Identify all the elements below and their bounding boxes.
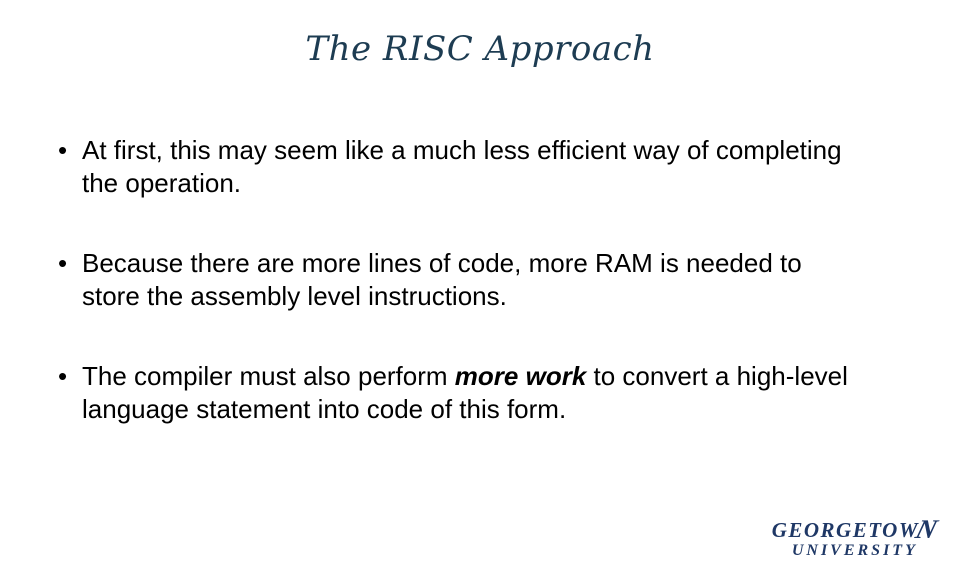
bullet-3-text-post: to convert a high-level [586,361,848,391]
bullet-2-line-2: store the assembly level instructions. [82,281,507,311]
bullet-2-line-1: Because there are more lines of code, mo… [82,248,802,278]
bullet-item-1: • At first, this may seem like a much le… [56,134,920,200]
bullet-1-line-1: At first, this may seem like a much less… [82,135,842,165]
logo-text-main: GEORGETOW [771,518,919,542]
logo-wordmark-university: UNIVERSITY [791,542,918,559]
bullet-item-3: • The compiler must also perform more wo… [56,360,920,426]
bullet-3-text-pre: The compiler must also perform [82,361,455,391]
bullet-marker: • [58,361,68,391]
logo-wordmark-georgetown: GEORGETOWN [771,514,942,544]
bullet-list: • At first, this may seem like a much le… [56,134,920,426]
bullet-3-emphasis-text: more work [454,361,587,391]
bullet-3-line-1: The compiler must also perform more work… [82,360,920,393]
bullet-1-line-2: the operation. [82,168,242,198]
bullet-marker: • [58,248,68,278]
georgetown-university-logo: GEORGETOWN UNIVERSITY [771,514,942,559]
bullet-3-line-2: language statement into code of this for… [82,394,567,424]
bullet-marker: • [58,135,68,165]
presentation-slide: The RISC Approach • At first, this may s… [0,26,960,566]
bullet-item-2: • Because there are more lines of code, … [56,247,920,313]
slide-title: The RISC Approach [305,29,655,69]
